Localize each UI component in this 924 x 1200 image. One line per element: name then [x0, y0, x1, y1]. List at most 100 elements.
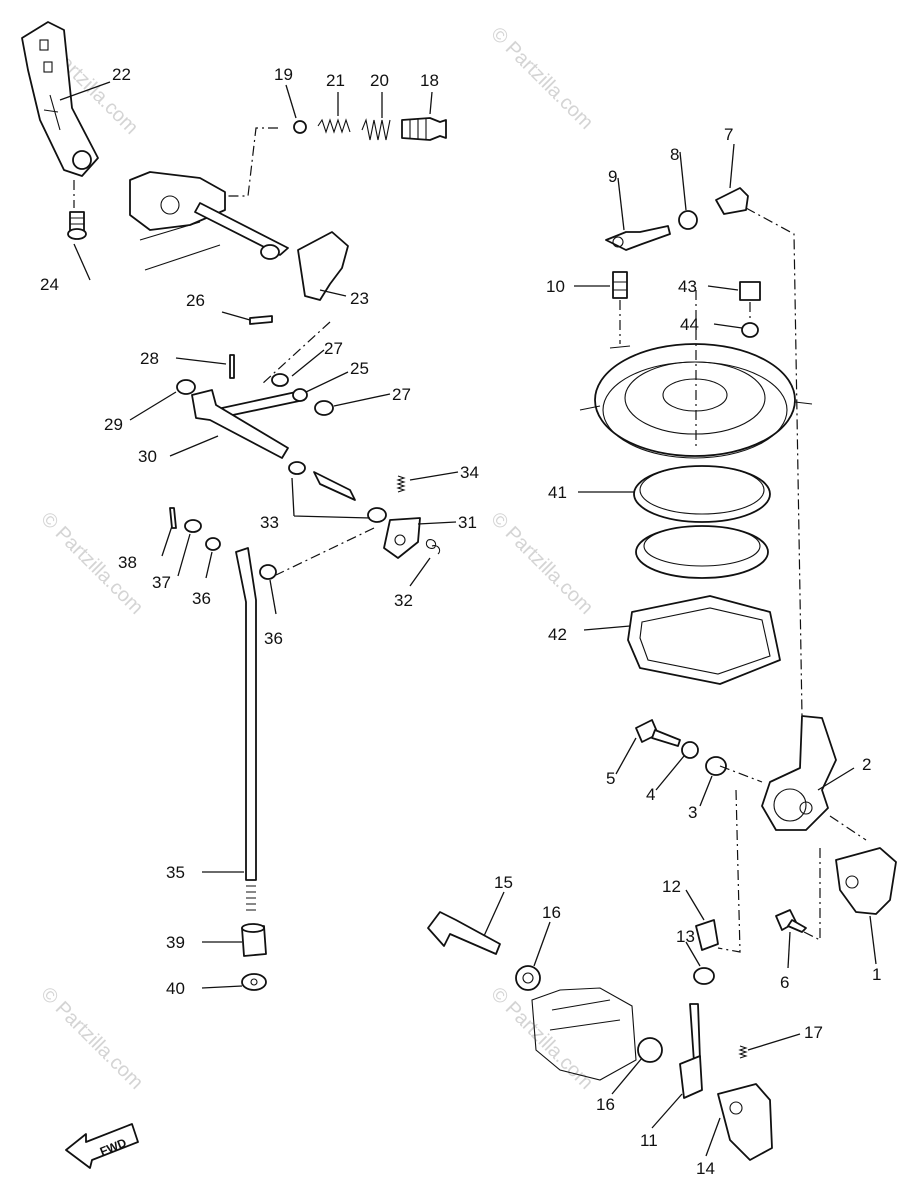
label-part-39: 39 — [166, 933, 185, 952]
part-15-pin — [427, 911, 501, 955]
label-part-42: 42 — [548, 625, 567, 644]
label-part-1: 1 — [872, 965, 881, 984]
part-28-pin — [229, 354, 235, 379]
part-7-joint — [715, 187, 749, 215]
part-36-washer-right — [259, 564, 277, 580]
part-31-fitting — [383, 517, 421, 559]
part-4-washer — [681, 741, 699, 759]
part-8-washer — [678, 210, 698, 230]
label-part-27-lower: 27 — [392, 385, 411, 404]
label-part-12: 12 — [662, 877, 681, 896]
part-2-cam-lever — [761, 715, 837, 831]
part-10-stud — [612, 271, 628, 299]
part-35-rod — [235, 547, 257, 911]
part-27-washer-upper — [271, 373, 289, 387]
part-27-washer-lower — [314, 400, 334, 416]
label-part-6: 6 — [780, 973, 789, 992]
label-part-38: 38 — [118, 553, 137, 572]
label-part-37: 37 — [152, 573, 171, 592]
label-part-26: 26 — [186, 291, 205, 310]
label-part-2: 2 — [862, 755, 871, 774]
fwd-arrow-icon: FWD — [65, 1123, 139, 1169]
label-part-30: 30 — [138, 447, 157, 466]
part-9-joint — [605, 225, 671, 251]
part-41-ring — [633, 465, 771, 523]
label-part-40: 40 — [166, 979, 185, 998]
part-38-cotter-pin — [169, 507, 177, 529]
label-part-8: 8 — [670, 145, 679, 164]
label-part-5: 5 — [606, 769, 615, 788]
watermark-bottom: © Partzilla.com — [486, 983, 597, 1094]
label-part-27-upper: 27 — [324, 339, 343, 358]
label-part-43: 43 — [678, 277, 697, 296]
part-22-throttle-lever — [21, 21, 99, 177]
part-39-nut-long — [241, 923, 267, 957]
part-6-screw — [775, 909, 807, 933]
label-part-7: 7 — [724, 125, 733, 144]
label-part-19: 19 — [274, 65, 293, 84]
watermarks: © Partzilla.com © Partzilla.com © Partzi… — [31, 23, 597, 1094]
label-part-17: 17 — [804, 1023, 823, 1042]
label-part-32: 32 — [394, 591, 413, 610]
part-plate-assembly — [579, 343, 813, 459]
label-part-15: 15 — [494, 873, 513, 892]
label-part-11: 11 — [640, 1131, 658, 1150]
part-13-nut — [693, 967, 715, 985]
label-part-24: 24 — [40, 275, 59, 294]
label-part-34: 34 — [460, 463, 479, 482]
part-11-rod-lever — [679, 1003, 703, 1099]
part-42-gasket — [627, 595, 781, 685]
label-part-21: 21 — [326, 71, 345, 90]
part-18-plug-bolt — [401, 117, 447, 141]
part-37-washer — [184, 519, 202, 533]
part-housing — [531, 987, 637, 1081]
part-bracket — [129, 171, 226, 271]
part-16-bushing-lower — [637, 1037, 663, 1063]
label-part-41: 41 — [548, 483, 567, 502]
part-17-spring-pin — [738, 1045, 748, 1059]
part-29-washer — [176, 379, 196, 395]
label-part-14: 14 — [696, 1159, 715, 1178]
label-part-18: 18 — [420, 71, 439, 90]
label-part-10: 10 — [546, 277, 565, 296]
part-36-washer-left — [205, 537, 221, 551]
label-part-33: 33 — [260, 513, 279, 532]
label-part-36-left: 36 — [192, 589, 211, 608]
part-16-bushing-upper — [515, 965, 541, 991]
label-part-16-lower: 16 — [596, 1095, 615, 1114]
label-part-28: 28 — [140, 349, 159, 368]
part-14-bracket — [717, 1083, 773, 1161]
label-part-20: 20 — [370, 71, 389, 90]
part-12-joint — [695, 919, 719, 951]
label-part-9: 9 — [608, 167, 617, 186]
part-44-washer — [741, 322, 759, 338]
label-part-36-right: 36 — [264, 629, 283, 648]
part-34-spring — [396, 475, 406, 493]
label-part-16-upper: 16 — [542, 903, 561, 922]
callout-labels: 22 19 21 20 18 24 23 26 27 28 25 27 29 3… — [40, 65, 881, 1178]
part-24-screw — [67, 211, 87, 240]
label-part-13: 13 — [676, 927, 695, 946]
label-part-44: 44 — [680, 315, 699, 334]
label-part-29: 29 — [104, 415, 123, 434]
part-5-bolt — [635, 719, 681, 747]
watermark-middle: © Partzilla.com — [486, 508, 597, 619]
watermark-bottom-left: © Partzilla.com — [36, 983, 147, 1094]
label-part-22: 22 — [112, 65, 131, 84]
part-32-spring — [425, 539, 441, 555]
label-part-31: 31 — [458, 513, 477, 532]
part-3-bushing — [705, 756, 727, 776]
part-25-link-rod — [221, 388, 308, 417]
part-33-collar-a — [288, 461, 306, 475]
part-21-spring — [317, 118, 351, 134]
label-part-3: 3 — [688, 803, 697, 822]
watermark-top-right: © Partzilla.com — [486, 23, 597, 134]
part-33-sleeve — [313, 471, 356, 501]
part-26-pin — [249, 315, 273, 325]
part-23-shaft-lever — [194, 202, 349, 301]
part-40-nut — [241, 973, 267, 991]
leader-lines — [59, 81, 877, 1157]
part-30-shaft — [191, 389, 289, 459]
part-43-screw — [739, 281, 761, 301]
